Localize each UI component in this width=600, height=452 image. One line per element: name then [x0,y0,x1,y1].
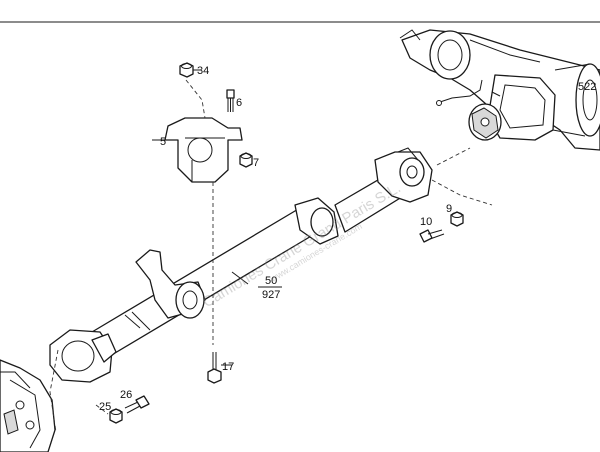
callout-10: 10 [420,216,432,228]
nut-part-7 [239,152,253,168]
nut-part-25 [109,408,123,424]
propeller-shaft [49,147,433,383]
nut-part-9 [450,211,464,227]
assembly-guide-lines [49,79,493,433]
gearbox-output [0,359,56,452]
callout-927: 927 [262,289,280,301]
callout-9: 9 [446,203,452,215]
callout-50: 50 [265,275,277,287]
callout-34: 34 [197,65,209,77]
rear-axle-assembly [399,29,600,151]
callout-25: 25 [99,401,111,413]
nut-part-34 [179,62,200,78]
callout-5: 5 [160,136,166,148]
callout-6: 6 [236,97,242,109]
callout-17: 17 [222,361,234,373]
callout-26: 26 [120,389,132,401]
bolt-part-6 [226,89,235,112]
bracket-part-5 [152,117,243,183]
bolt-part-26 [124,395,150,414]
bolt-part-10 [419,229,445,243]
watermark-text: Camiones Crane Grand Paris S.L. [200,179,404,311]
callout-522: 522 [578,81,596,93]
bolt-part-17 [207,352,232,384]
callout-7: 7 [253,157,259,169]
